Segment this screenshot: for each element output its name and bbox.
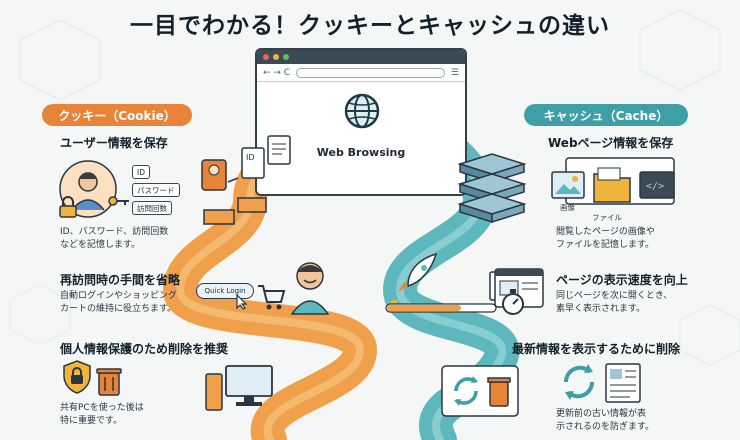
refresh-icon — [454, 376, 478, 406]
page-title: 一目でわかる！クッキーとキャッシュの違い — [130, 13, 610, 39]
cache-desc-2: 同じページを次に開くとき、 素早く表示されます。 — [556, 291, 673, 314]
cookie-desc-2: 自動ログインやショッピング カートの維持に役立ちます。 — [60, 291, 178, 314]
trash-icon — [96, 368, 122, 396]
cookie-desc-1: ID、パスワード、訪問回数 などを記憶します。 — [60, 227, 169, 250]
smiling-user-icon — [290, 262, 330, 315]
refresh-icon — [563, 364, 595, 400]
cache-heading-3: 最新情報を表示するために削除 — [512, 342, 681, 356]
svg-text:</>: </> — [646, 181, 664, 192]
cookie-desc-3: 共有PCを使った後は 特に重要です。 — [60, 403, 144, 426]
shopping-cart-icon — [258, 285, 286, 310]
quick-login-badge: Quick Login — [196, 283, 254, 299]
url-bar — [296, 67, 445, 78]
browser-navbar: ← → C ☰ — [257, 64, 465, 82]
cache-heading-1: Webページ情報を保存 — [548, 136, 674, 150]
cookie-pill: クッキー（Cookie） — [42, 104, 192, 126]
tag-id: ID — [132, 165, 150, 179]
cache-tag-file: ファイル — [592, 213, 622, 222]
cache-files-illustration: </> — [551, 157, 675, 205]
web-browsing-label: Web Browsing — [316, 146, 406, 159]
trash-icon — [487, 377, 511, 407]
cookie-heading-3: 個人情報保護のため削除を推奨 — [60, 342, 229, 356]
nav-arrows: ← → C — [263, 67, 291, 78]
padlock-icon — [59, 196, 77, 218]
browser-titlebar — [257, 50, 465, 64]
cursor-icon — [236, 293, 248, 310]
browser-content: Web Browsing — [257, 82, 465, 194]
tag-password: パスワード — [132, 183, 180, 197]
cache-pill: キャッシュ（Cache） — [524, 104, 688, 126]
cache-heading-2: ページの表示速度を向上 — [556, 273, 688, 287]
rocket-icon — [386, 252, 438, 310]
cache-tag-image: 画像 — [560, 203, 575, 212]
svg-text:ID: ID — [246, 153, 255, 162]
tag-visits: 訪問回数 — [132, 201, 172, 215]
minimize-dot-icon — [273, 54, 279, 60]
key-icon — [108, 196, 129, 206]
shield-lock-icon — [63, 360, 91, 394]
code-icon: </> — [639, 171, 675, 199]
maximize-dot-icon — [283, 54, 289, 60]
cookie-heading-1: ユーザー情報を保存 — [60, 136, 168, 150]
folder-icon — [593, 167, 631, 203]
cache-desc-1: 閲覧したページの画像や ファイルを記憶します。 — [556, 227, 655, 250]
refresh-news-illustration — [563, 363, 641, 403]
cookie-heading-2: 再訪問時の手間を省略 — [60, 273, 181, 287]
browser-window: ← → C ☰ Web Browsing — [255, 48, 467, 196]
close-dot-icon — [263, 54, 269, 60]
menu-icon: ☰ — [450, 67, 459, 78]
cache-delete-illustration — [441, 365, 519, 417]
server-stack-icon — [457, 153, 527, 224]
image-icon — [551, 171, 585, 199]
newspaper-icon — [605, 363, 641, 403]
cache-desc-3: 更新前の古い情報が表 示されるのを防ぎます。 — [556, 409, 655, 432]
globe-icon — [344, 93, 380, 129]
document-stack-icon: ID — [201, 135, 291, 225]
monitor-icon — [205, 365, 273, 411]
stopwatch-icon — [502, 289, 524, 315]
